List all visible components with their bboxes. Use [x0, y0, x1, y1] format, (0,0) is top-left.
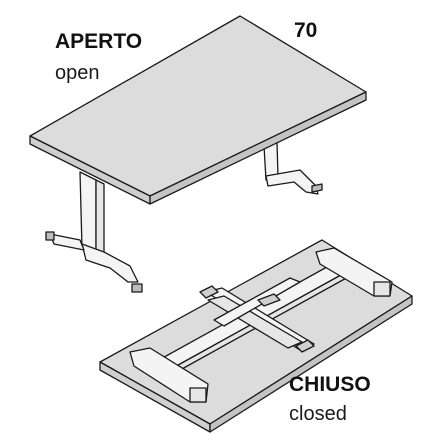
product-code: 70: [294, 19, 318, 42]
open-state-subtitle: open: [55, 62, 100, 84]
closed-table-frame: [129, 247, 393, 403]
open-table-top: [29, 15, 367, 205]
closed-state-subtitle: closed: [289, 403, 347, 425]
open-table-front-leg: [45, 171, 143, 293]
closed-state-title: CHIUSO: [289, 373, 371, 396]
open-state-title: APERTO: [55, 30, 143, 53]
